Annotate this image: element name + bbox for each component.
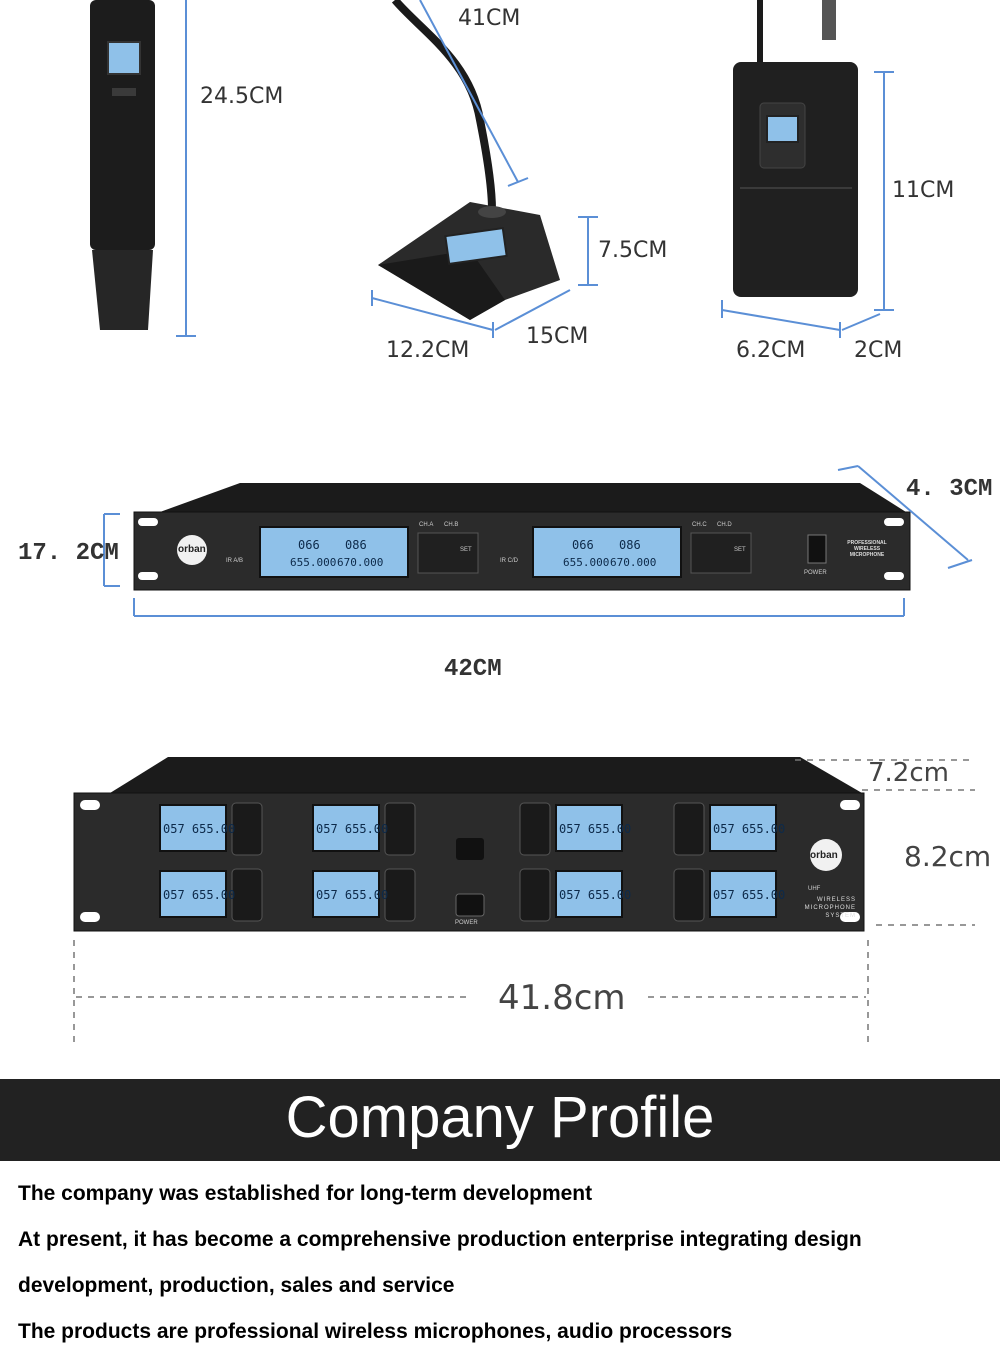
bodypack-dimension-lines [721, 71, 894, 338]
receiver1-freq-d: 670.000 [610, 556, 657, 569]
profile-text-line: The company was established for long-ter… [18, 1182, 593, 1205]
receiver1-channel-a: 066 [298, 538, 320, 552]
receiver2-brand-text: WIRELESS MICROPHONE SYSTEM [804, 897, 856, 919]
profile-text-line: At present, it has become a comprehensiv… [18, 1228, 862, 1251]
profile-text-line: development, production, sales and servi… [18, 1274, 455, 1297]
receiver2-uhf-label: UHF [808, 886, 821, 892]
receiver2-lcd-text: 057 655.00 [163, 888, 236, 902]
brand-logo: orban [178, 544, 206, 555]
dimension-label: 41CM [458, 6, 521, 31]
receiver2-lcd-text: 057 655.00 [316, 822, 389, 836]
receiver-1 [133, 483, 911, 591]
bodypack-transmitter [733, 0, 858, 297]
receiver2-lcd-text: 057 655.00 [559, 822, 632, 836]
handheld-dimension-line [176, 0, 196, 337]
handheld-microphone [90, 0, 155, 330]
receiver1-channel-b: 086 [345, 538, 367, 552]
dimension-label: 17. 2CM [18, 540, 119, 567]
brand-logo-2: orban [810, 850, 838, 861]
dimension-label: 8.2cm [904, 840, 992, 873]
receiver1-chc-label: CH.C [692, 522, 707, 528]
gooseneck-dimension-lines [371, 0, 598, 338]
receiver1-freq-c: 655.000 [563, 556, 610, 569]
dimension-label: 11CM [892, 178, 955, 203]
receiver1-channel-d: 086 [619, 538, 641, 552]
receiver-1-dimension-lines [103, 465, 973, 617]
receiver1-freq-a: 655.000 [290, 556, 337, 569]
receiver1-power-label: POWER [804, 570, 827, 576]
receiver2-lcd-text: 057 655.00 [163, 822, 236, 836]
dimension-label: 24.5CM [200, 84, 284, 109]
gooseneck-microphone [378, 0, 560, 320]
dimension-label: 42CM [444, 656, 502, 683]
receiver1-set-label: SET [460, 547, 472, 553]
receiver1-chb-label: CH.B [444, 522, 459, 528]
receiver1-ir-cd-label: IR C/D [500, 558, 518, 564]
receiver2-lcd-text: 057 655.00 [559, 888, 632, 902]
dimension-label: 6.2CM [736, 338, 806, 363]
dimension-label: 15CM [526, 324, 589, 349]
receiver1-freq-b: 670.000 [337, 556, 384, 569]
section-banner [0, 1079, 1000, 1161]
dimension-label: 4. 3CM [906, 476, 993, 503]
profile-text-line: The products are professional wireless m… [18, 1320, 733, 1343]
receiver-2-dimension-lines [73, 759, 975, 1045]
dimension-label: 12.2CM [386, 338, 470, 363]
receiver1-brand-text: PROFESSIONAL WIRELESS MICROPHONE [847, 540, 887, 558]
receiver1-set-label-2: SET [734, 547, 746, 553]
dimension-label: 7.5CM [598, 238, 668, 263]
receiver1-cha-label: CH.A [419, 522, 434, 528]
receiver1-channel-c: 066 [572, 538, 594, 552]
receiver2-lcd-text: 057 655.00 [316, 888, 389, 902]
receiver-2 [73, 757, 865, 932]
receiver1-chd-label: CH.D [717, 522, 732, 528]
receiver1-ir-ab-label: IR A/B [226, 558, 244, 564]
receiver2-power-label: POWER [455, 920, 478, 926]
receiver2-lcd-text: 057 655.00 [713, 888, 786, 902]
dimension-label: 41.8cm [498, 978, 626, 1018]
dimension-label: 7.2cm [868, 758, 949, 788]
receiver2-lcd-text: 057 655.00 [713, 822, 786, 836]
section-title: Company Profile [285, 1085, 715, 1150]
dimension-label: 2CM [854, 338, 903, 363]
